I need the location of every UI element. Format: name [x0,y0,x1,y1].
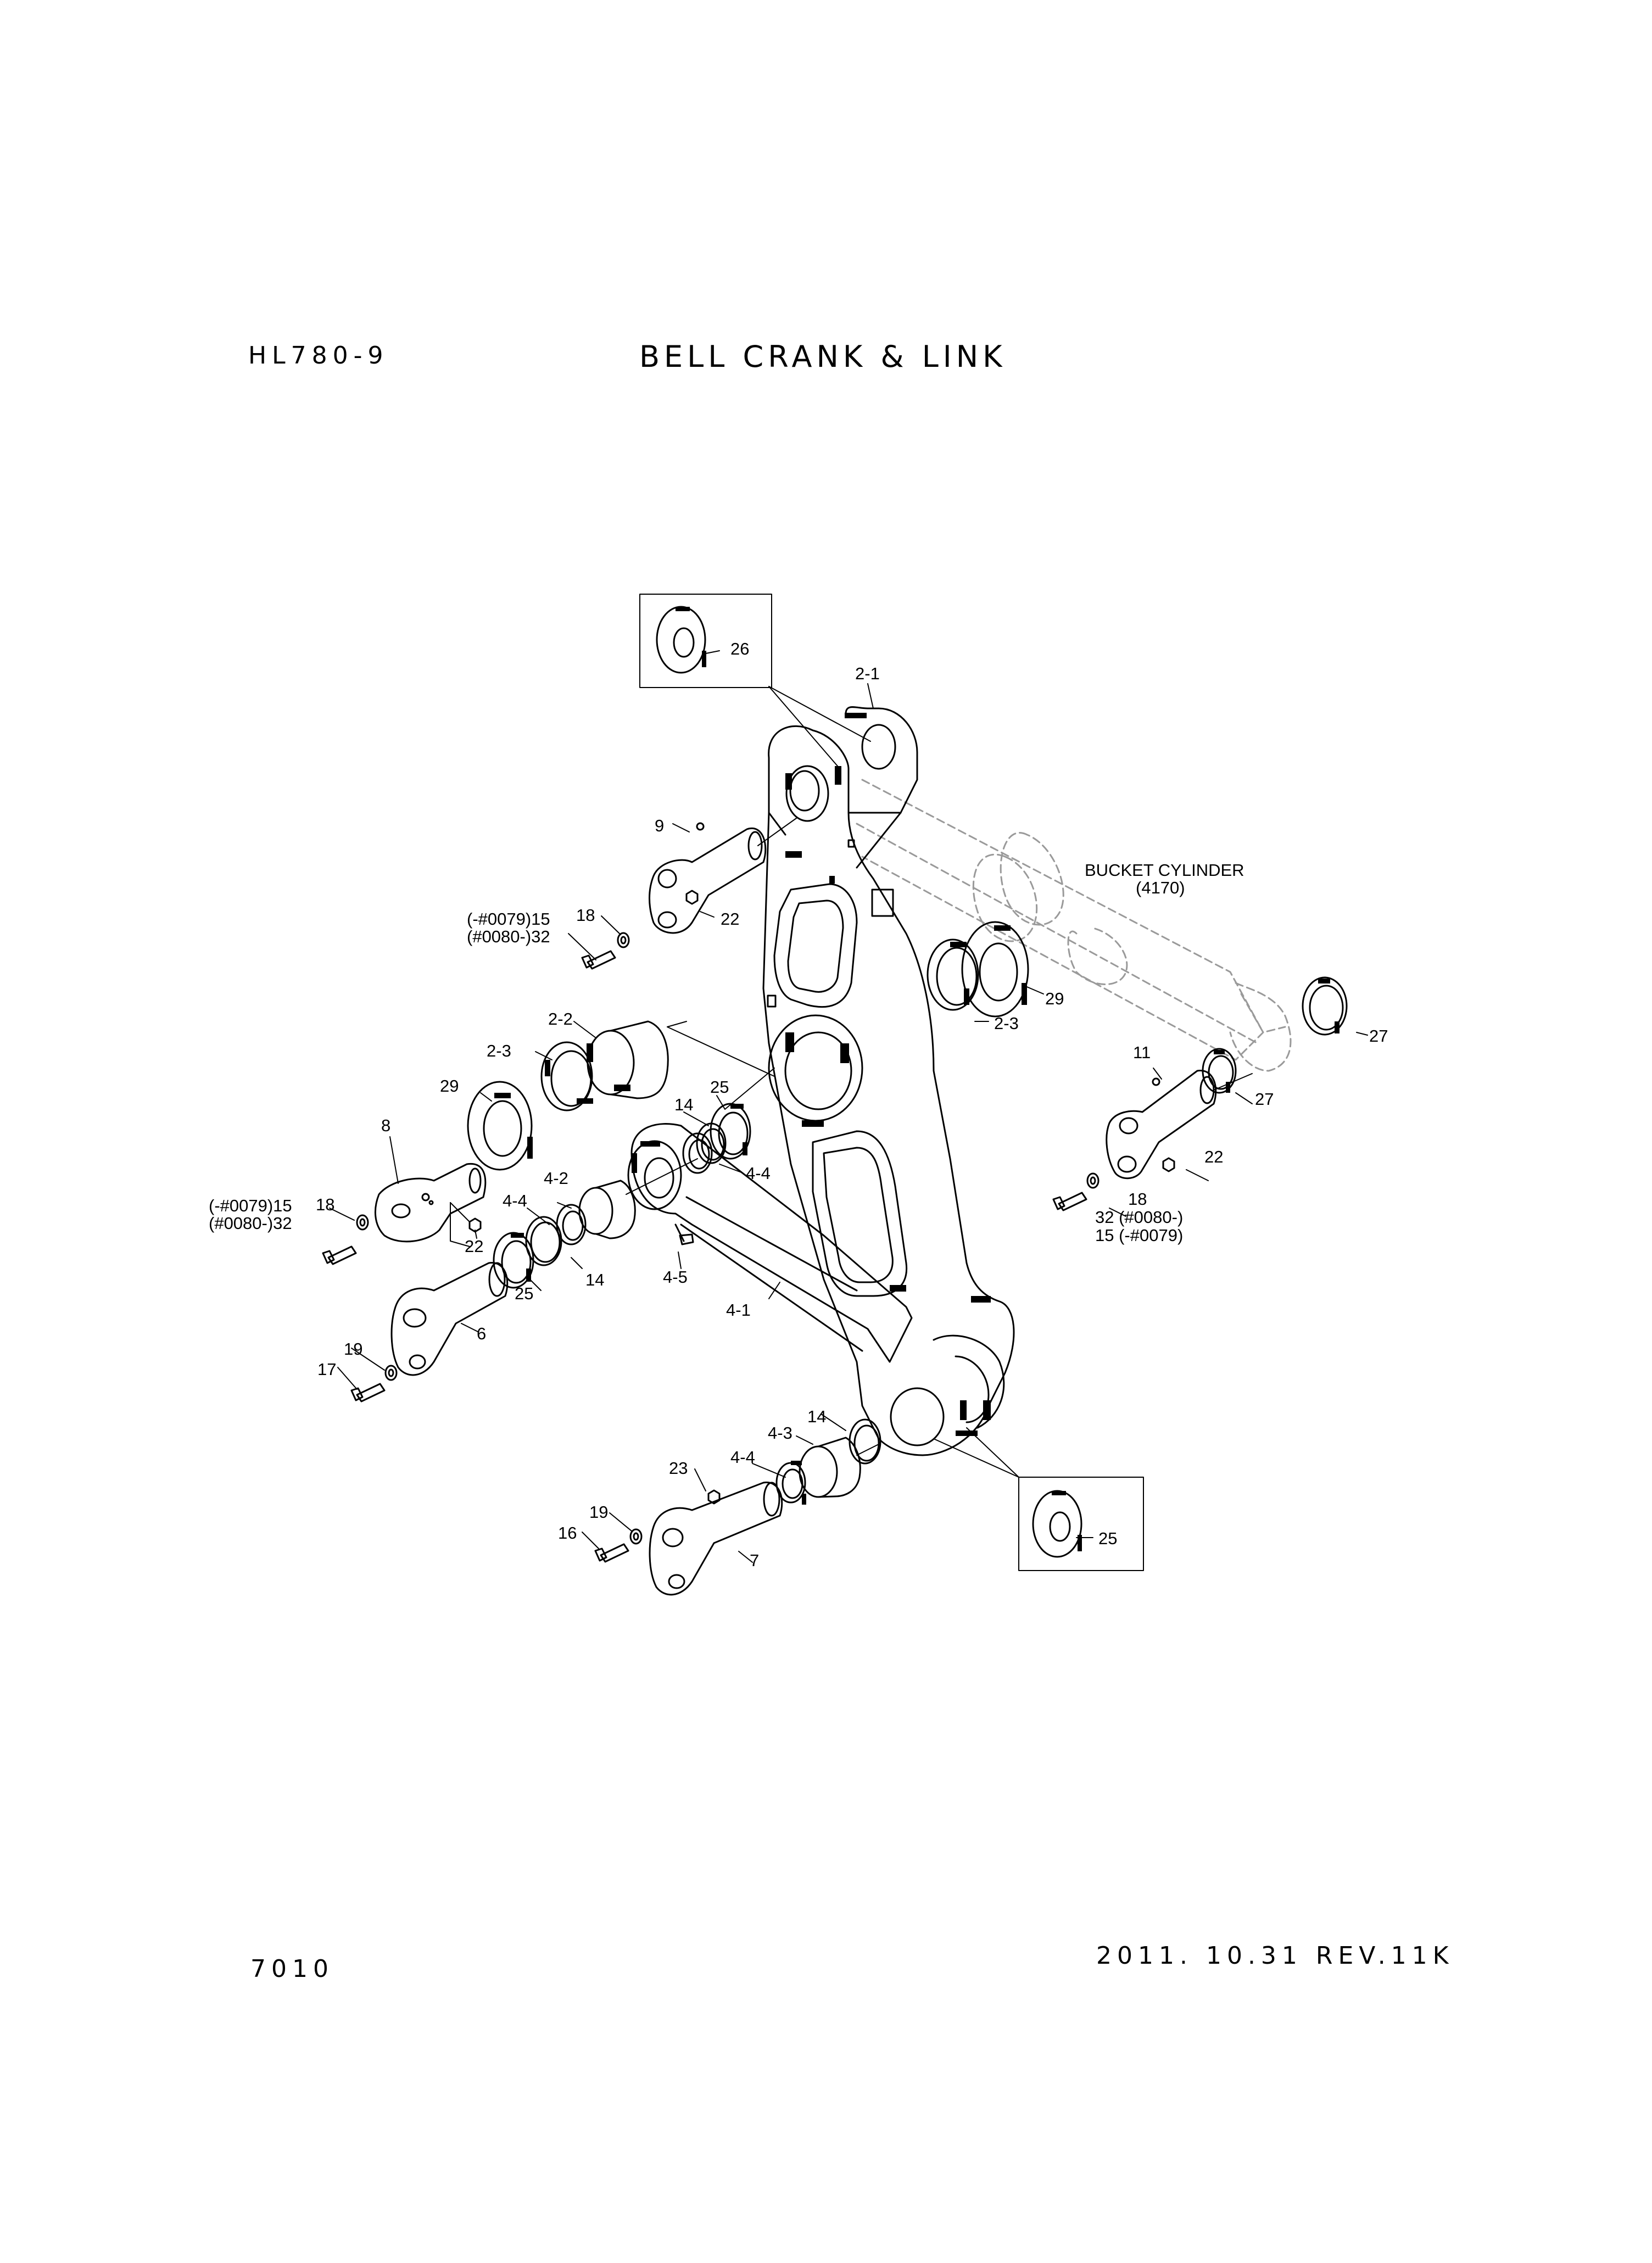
callout-2-3-right: 2-3 [994,1014,1019,1033]
callout-23: 23 [669,1459,688,1478]
bushing-4-2 [578,1180,636,1239]
nut-22-left [468,1217,482,1233]
callout-32-right: 32 (#0080-) [1095,1208,1183,1227]
callout-14-left: 14 [585,1270,604,1289]
callout-2-1: 2-1 [855,664,880,683]
callout-4-2: 4-2 [544,1169,568,1188]
ring-4-4-lower [775,1461,806,1505]
callout-11: 11 [1133,1043,1151,1062]
callout-15-right: 15 (-#0079) [1095,1226,1183,1245]
pin-6 [390,1262,509,1376]
leader-lines [329,650,1368,1563]
callout-29-left: 29 [440,1076,459,1096]
detail-box-25 [1018,1477,1144,1571]
washer-18-upper [617,932,630,948]
callout-19-left: 19 [344,1339,362,1359]
retaining-ring-27-upper [1302,976,1348,1036]
callout-32-left: (#0080-)32 [209,1214,292,1233]
bolt-left-upper [322,1245,357,1265]
callout-14-lower: 14 [807,1407,826,1426]
bucket-cylinder-label: BUCKET CYLINDER [1085,861,1244,880]
callout-18-left: 18 [316,1195,334,1214]
bell-crank [762,706,1015,1456]
washer-29-right [961,921,1029,1018]
ring-25-mid [710,1103,751,1160]
ring-2-3-right [927,938,979,1011]
link-4-1 [627,1123,913,1363]
callout-9: 9 [655,816,664,835]
callout-17: 17 [317,1360,336,1379]
page-number: 7010 [250,1955,334,1983]
callout-15-left: (-#0079)15 [209,1196,292,1215]
bucket-cylinder-phantom [856,779,1292,1072]
washer-19-lower [629,1528,643,1545]
callout-6: 6 [477,1324,486,1343]
bolt-upper [581,950,616,970]
callout-25-detail: 25 [1098,1529,1117,1548]
callout-22-left: 22 [465,1237,483,1256]
washer-18-right [1086,1172,1100,1189]
washer-25-detail [1032,1490,1082,1558]
washer-19-left [384,1365,398,1381]
ring-14-left [525,1216,562,1266]
callout-labels: 26 2-1 9 22 18 (-#0079)15 (#0080-)32 29 … [209,639,1388,1570]
callout-22-upper: 22 [721,909,739,929]
pin-7 [649,1482,783,1596]
pin-8 [374,1163,487,1243]
bolt-17 [350,1383,386,1402]
callout-2-2: 2-2 [548,1009,573,1029]
callout-25-mid: 25 [710,1077,729,1097]
bolt-16 [594,1543,629,1563]
callout-8: 8 [381,1116,390,1135]
callout-18-right: 18 [1128,1189,1147,1209]
pin-11 [1106,1070,1217,1180]
callout-4-4-left: 4-4 [503,1191,527,1210]
pin-9 [649,822,767,934]
washer-26-detail [656,606,706,674]
callout-4-5: 4-5 [663,1267,688,1287]
ring-2-3-left [540,1041,593,1111]
callout-32-upper: (#0080-)32 [467,927,550,946]
callout-18-upper: 18 [576,906,595,925]
grease-fitting-4-5 [674,1223,694,1245]
callout-25-left: 25 [515,1284,533,1303]
bolt-right [1052,1192,1087,1211]
ring-4-4-mid [682,1132,713,1174]
washer-18-left [356,1214,369,1231]
callout-29-right: 29 [1045,989,1064,1008]
callout-7: 7 [750,1551,759,1570]
ring-25-left [493,1232,534,1289]
washer-29-left [467,1081,533,1171]
callout-4-4-mid: 4-4 [746,1164,771,1183]
callout-26: 26 [730,639,749,658]
callout-15-upper: (-#0079)15 [467,909,550,929]
page-title: BELL CRANK & LINK [639,339,1007,374]
ring-14-lower [849,1418,881,1465]
bushing-2-2 [587,1020,669,1099]
callout-16: 16 [558,1523,577,1543]
model-number: HL780-9 [248,342,389,370]
callout-14-mid: 14 [674,1095,693,1114]
bucket-cylinder-ref: (4170) [1136,878,1185,897]
callout-2-3-left: 2-3 [487,1041,511,1060]
callout-4-4-lower: 4-4 [730,1448,755,1467]
callout-4-3: 4-3 [768,1423,792,1443]
callout-4-1: 4-1 [726,1300,751,1320]
bushing-4-3 [799,1437,861,1498]
detail-box-26 [639,594,772,688]
nut-23 [707,1489,721,1505]
revision-date: 2011. 10.31 REV.11K [1096,1942,1454,1970]
retaining-ring-27-lower [1202,1048,1237,1094]
nut-22-right [1162,1157,1175,1172]
nut-22-upper [685,890,699,905]
callout-22-right: 22 [1204,1147,1223,1166]
callout-27-lower: 27 [1255,1089,1274,1109]
callout-19-lower: 19 [589,1502,608,1522]
callout-27-upper: 27 [1369,1026,1388,1046]
